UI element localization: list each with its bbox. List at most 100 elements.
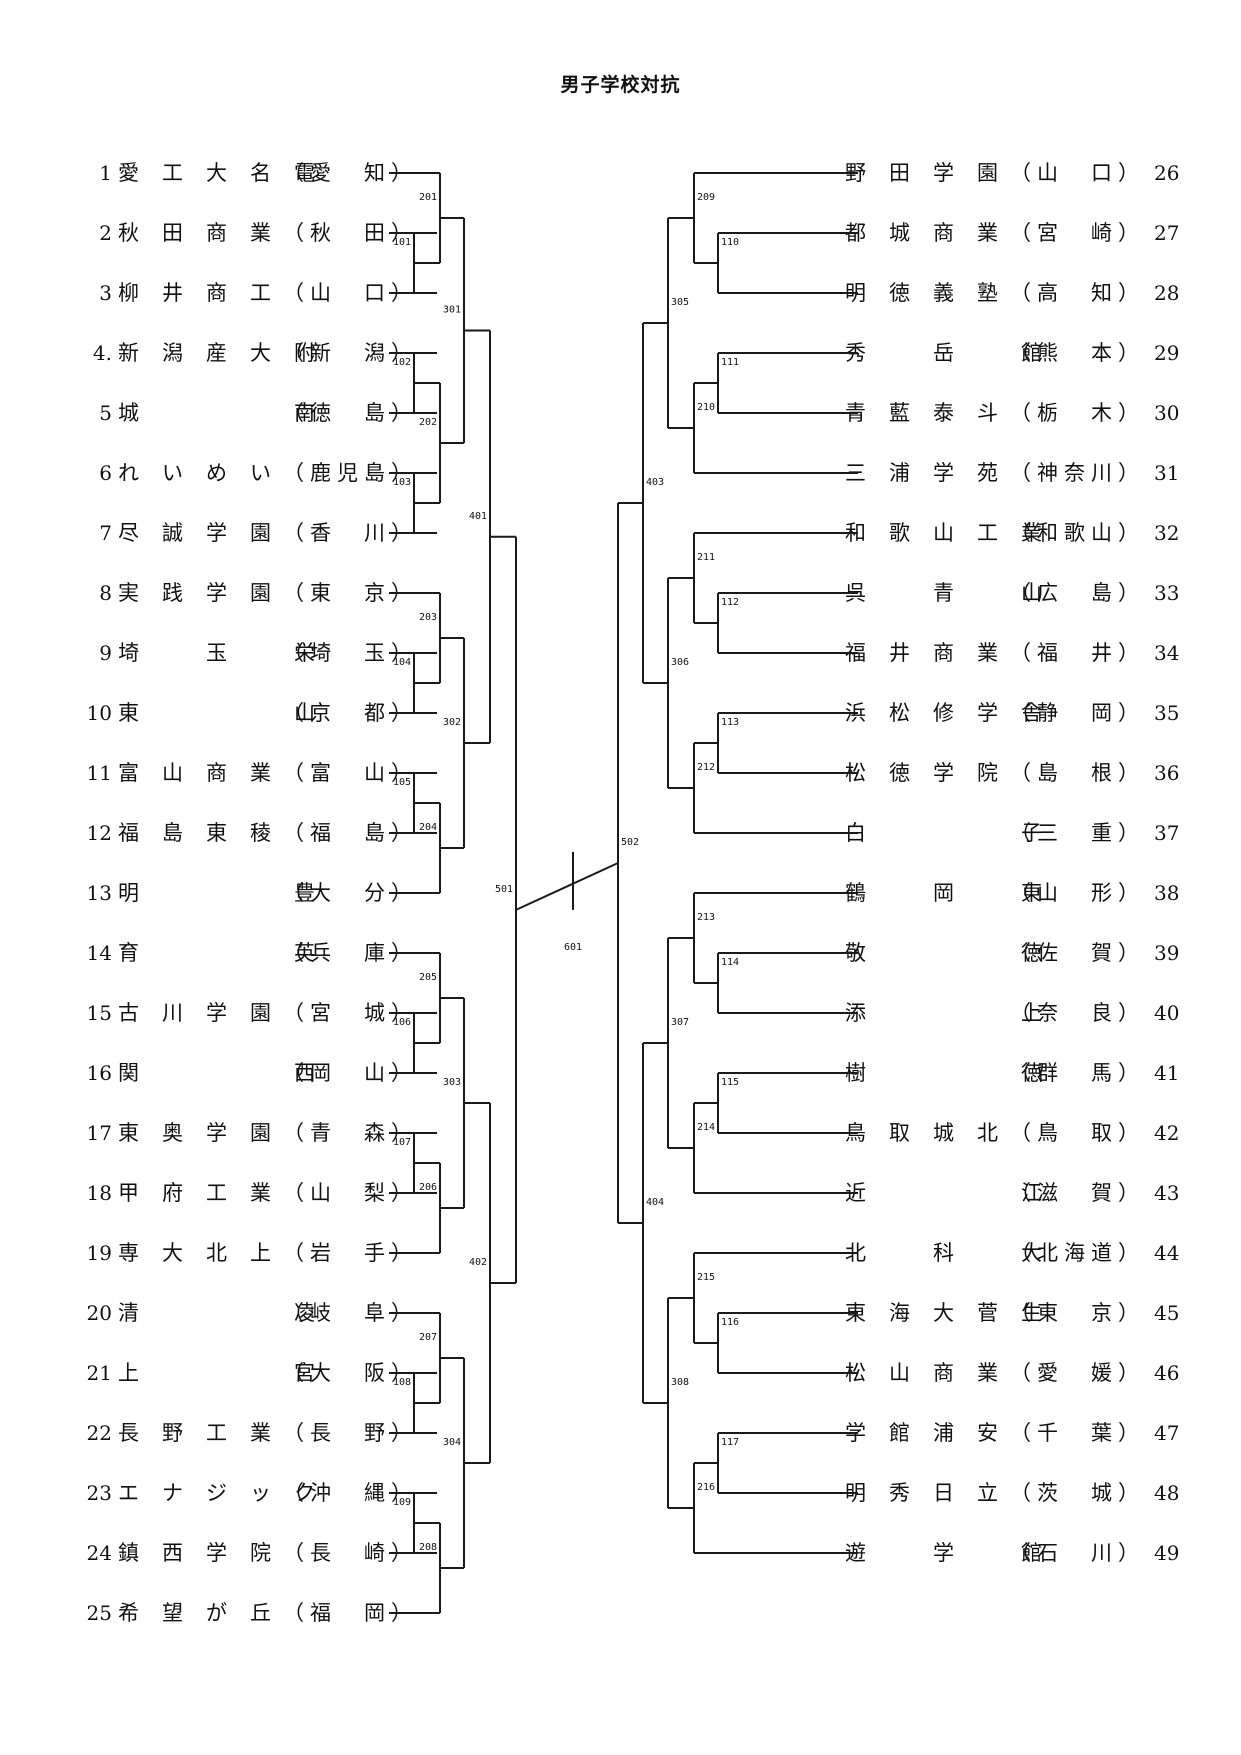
school-name: 鶴 岡 東 xyxy=(845,881,1065,905)
final-line xyxy=(515,862,619,911)
match-number: 105 xyxy=(393,777,411,788)
right-entry: 遊 学 館（石 川）49 xyxy=(845,1538,1186,1568)
match-number: 203 xyxy=(419,612,437,623)
right-entry: 学館浦安（千 葉）47 xyxy=(845,1418,1186,1448)
match-number: 403 xyxy=(646,477,664,488)
right-entry: 浜松修学舎（静 岡）35 xyxy=(845,698,1186,728)
seed-number: 42 xyxy=(1154,1121,1180,1145)
seed-number: 7 xyxy=(99,521,112,545)
seed-number: 41 xyxy=(1154,1061,1180,1085)
seed-number: 11 xyxy=(86,761,112,785)
right-entry: 明秀日立（茨 城）48 xyxy=(845,1478,1186,1508)
match-number: 402 xyxy=(469,1257,487,1268)
right-entry: 鳥取城北（鳥 取） 42 xyxy=(845,1118,1186,1148)
school-name: 上 宮 xyxy=(118,1361,338,1385)
prefecture: （三 重） xyxy=(1010,821,1145,845)
match-number: 303 xyxy=(443,1077,461,1088)
seed-number: 47 xyxy=(1154,1421,1180,1445)
match-number: 101 xyxy=(393,237,411,248)
school-name: 敬 徳 xyxy=(845,941,1065,965)
seed-number: 35 xyxy=(1154,701,1180,725)
prefecture: （広 島） xyxy=(1010,581,1145,605)
seed-number: 16 xyxy=(86,1061,112,1085)
school-name: 青藍泰斗 xyxy=(845,401,1021,425)
school-name: 東奥学園 xyxy=(118,1121,294,1145)
match-number: 112 xyxy=(721,597,739,608)
seed-number: 32 xyxy=(1154,521,1180,545)
right-entry: 白 子（三 重）37 xyxy=(845,818,1186,848)
page-title: 男子学校対抗 xyxy=(560,74,681,96)
match-number: 601 xyxy=(564,942,582,953)
school-name: 白 子 xyxy=(845,821,1065,845)
seed-number: 3 xyxy=(99,281,112,305)
match-number: 111 xyxy=(721,357,739,368)
school-name: 秀 岳 館 xyxy=(845,341,1065,365)
match-number: 301 xyxy=(443,305,461,316)
prefecture: （東 京） xyxy=(1010,1301,1145,1325)
match-number: 210 xyxy=(697,402,715,413)
match-number: 308 xyxy=(671,1377,689,1388)
school-name: エナジック xyxy=(118,1481,338,1505)
left-entry: 4.新潟産大附（新 潟） xyxy=(80,338,412,368)
match-number: 502 xyxy=(621,837,639,848)
seed-number: 2 xyxy=(99,221,112,245)
school-name: 福井商業 xyxy=(845,641,1021,665)
prefecture: （高 知） xyxy=(1010,281,1145,305)
prefecture: （奈 良） xyxy=(1010,1001,1145,1025)
prefecture: （群 馬） xyxy=(1010,1061,1145,1085)
prefecture: （神奈川） xyxy=(1010,461,1145,485)
match-number: 401 xyxy=(469,511,487,522)
right-entry: 福井商業（福 井）34 xyxy=(845,638,1186,668)
prefecture: （佐 賀） xyxy=(1010,941,1145,965)
seed-number: 39 xyxy=(1154,941,1180,965)
right-entry: 北 科 大（北海道）44 xyxy=(845,1238,1186,1268)
school-name: 秋田商業 xyxy=(118,221,294,245)
seed-number: 9 xyxy=(99,641,112,665)
prefecture: （福 井） xyxy=(1010,641,1145,665)
school-name: 清 凌 xyxy=(118,1301,338,1325)
match-number: 501 xyxy=(495,884,513,895)
prefecture: （鳥 取） xyxy=(1010,1121,1145,1145)
match-number: 113 xyxy=(721,717,739,728)
seed-number: 40 xyxy=(1154,1001,1180,1025)
match-number: 304 xyxy=(443,1437,461,1448)
school-name: 実践学園 xyxy=(118,581,294,605)
seed-number: 6 xyxy=(99,461,112,485)
prefecture: （愛 媛） xyxy=(1010,1361,1145,1385)
right-entry: 添 上（奈 良） 40 xyxy=(845,998,1186,1028)
right-entry: 三浦学苑（神奈川）31 xyxy=(845,458,1186,488)
school-name: 樹 徳 xyxy=(845,1061,1065,1085)
match-number: 214 xyxy=(697,1122,715,1133)
seed-number: 31 xyxy=(1154,461,1180,485)
match-number: 108 xyxy=(393,1377,411,1388)
match-number: 102 xyxy=(393,357,411,368)
school-name: 明秀日立 xyxy=(845,1481,1021,1505)
school-name: 専大北上 xyxy=(118,1241,294,1265)
school-name: 鳥取城北 xyxy=(845,1121,1021,1145)
prefecture: （茨 城） xyxy=(1010,1481,1145,1505)
school-name: 浜松修学舎 xyxy=(845,701,1065,725)
match-number: 307 xyxy=(671,1017,689,1028)
seed-number: 12 xyxy=(86,821,112,845)
school-name: 希望が丘 xyxy=(118,1601,294,1625)
school-name: 東海大菅生 xyxy=(845,1301,1065,1325)
school-name: 松山商業 xyxy=(845,1361,1021,1385)
seed-number: 20 xyxy=(86,1301,112,1325)
school-name: 添 上 xyxy=(845,1001,1065,1025)
school-name: 近 江 xyxy=(845,1181,1065,1205)
match-number: 206 xyxy=(419,1182,437,1193)
right-entry: 明徳義塾（高 知）28 xyxy=(845,278,1186,308)
seed-number: 43 xyxy=(1154,1181,1180,1205)
match-number: 302 xyxy=(443,717,461,728)
prefecture: （熊 本） xyxy=(1010,341,1145,365)
seed-number: 46 xyxy=(1154,1361,1180,1385)
match-number: 404 xyxy=(646,1197,664,1208)
seed-number: 17 xyxy=(86,1121,112,1145)
